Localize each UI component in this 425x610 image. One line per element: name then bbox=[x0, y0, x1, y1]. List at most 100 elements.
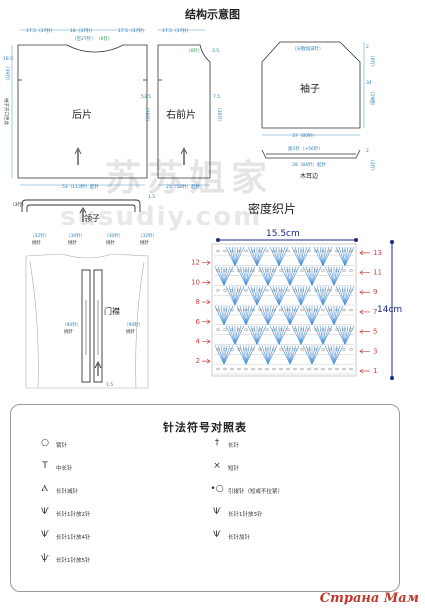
fan-stitch bbox=[283, 305, 291, 325]
chain-stitch bbox=[258, 249, 262, 253]
fan-stitch bbox=[300, 286, 308, 306]
row-direction-arrow bbox=[202, 358, 211, 364]
fan-stitch bbox=[305, 266, 313, 286]
fan-stitch bbox=[267, 266, 272, 286]
stitch-pattern bbox=[214, 246, 355, 375]
legend-label: 锁针 bbox=[56, 443, 68, 449]
svg-text:挑针: 挑针 bbox=[32, 239, 41, 246]
fan-stitch bbox=[289, 345, 300, 365]
row-number: 7 bbox=[373, 308, 377, 316]
watermark-url: susudiy.com bbox=[60, 202, 262, 232]
fan-stitch bbox=[311, 305, 322, 325]
right-front-piece bbox=[157, 44, 211, 179]
svg-text:挑针: 挑针 bbox=[106, 239, 115, 246]
chain-stitch bbox=[300, 348, 304, 351]
fan-stitch bbox=[322, 246, 327, 266]
chain-stitch bbox=[272, 308, 276, 312]
svg-text:（90针）: （90针） bbox=[62, 321, 81, 328]
fan-stitch bbox=[234, 246, 245, 266]
chain-stitch bbox=[279, 348, 283, 351]
svg-text:（46行）: （46行） bbox=[144, 105, 151, 124]
legend-symbol-icon: Ѱ bbox=[213, 507, 221, 517]
chain-stitch bbox=[314, 308, 318, 312]
chain-stitch bbox=[244, 328, 248, 331]
chain-stitch bbox=[279, 249, 283, 253]
svg-text:（分散加减针）: （分散加减针） bbox=[292, 45, 324, 52]
svg-text:（6行）: （6行） bbox=[369, 53, 376, 69]
row-direction-arrow bbox=[202, 280, 211, 285]
chain-stitch bbox=[335, 269, 339, 272]
chain-stitch bbox=[286, 249, 290, 253]
svg-text:25（53针）起针: 25（53针）起针 bbox=[166, 183, 200, 190]
fan-stitch bbox=[311, 266, 322, 286]
chain-stitch bbox=[237, 348, 241, 351]
fan-stitch bbox=[269, 325, 280, 345]
fan-stitch bbox=[319, 325, 324, 345]
fan-stitch bbox=[250, 286, 258, 306]
body-measurements: （90针） 挑针 （90针） 挑针 1.5 bbox=[62, 321, 143, 388]
chain-stitch bbox=[293, 348, 297, 351]
fan-stitch bbox=[280, 345, 291, 365]
chain-stitch bbox=[244, 289, 248, 292]
fan-stitch bbox=[247, 286, 258, 306]
row-number: 4 bbox=[196, 337, 201, 345]
chain-stitch bbox=[223, 367, 227, 371]
fan-stitch bbox=[234, 325, 245, 345]
chain-stitch bbox=[251, 269, 255, 272]
fan-stitch bbox=[289, 345, 294, 365]
legend-symbol-icon: Ѱ bbox=[41, 530, 49, 540]
fan-stitch bbox=[214, 266, 225, 286]
collar-label: 领子 bbox=[84, 213, 100, 223]
fan-stitch bbox=[327, 345, 335, 365]
fan-stitch bbox=[300, 246, 308, 266]
chain-stitch bbox=[321, 348, 325, 351]
svg-text:17.5（37针）: 17.5（37针） bbox=[26, 27, 55, 34]
fan-stitch bbox=[280, 305, 291, 325]
chain-stitch bbox=[293, 249, 297, 253]
fan-stitch bbox=[311, 266, 316, 286]
fan-stitch bbox=[305, 305, 313, 325]
fan-stitch bbox=[338, 286, 346, 306]
chain-stitch bbox=[342, 367, 346, 371]
svg-text:挑针: 挑针 bbox=[140, 239, 149, 246]
row-number: 2 bbox=[196, 357, 200, 365]
chain-stitch bbox=[349, 249, 353, 253]
fan-stitch bbox=[280, 266, 291, 286]
chain-stitch bbox=[265, 328, 269, 331]
chain-stitch bbox=[230, 348, 234, 351]
svg-text:（6针）: （6针） bbox=[96, 35, 112, 42]
row-number: 8 bbox=[196, 298, 200, 306]
chain-stitch bbox=[223, 269, 227, 272]
fan-stitch bbox=[245, 266, 253, 286]
legend-title: 针法符号对照表 bbox=[163, 421, 247, 434]
fan-stitch bbox=[294, 246, 302, 266]
row-number: 12 bbox=[191, 259, 200, 267]
fan-stitch bbox=[327, 266, 335, 286]
chain-stitch bbox=[307, 328, 311, 331]
fan-stitch bbox=[245, 345, 250, 365]
svg-text:53（113针）起针: 53（113针）起针 bbox=[62, 183, 99, 190]
svg-text:53.5: 53.5 bbox=[141, 94, 151, 100]
row-direction-arrow bbox=[359, 270, 370, 275]
chain-stitch bbox=[349, 308, 353, 312]
fan-stitch bbox=[261, 345, 269, 365]
cuff-measurements: 加1针（+56针） 39（84针）起针 2 （2行） bbox=[288, 145, 376, 173]
chain-stitch bbox=[251, 308, 255, 312]
chain-stitch bbox=[251, 348, 255, 351]
fan-stitch bbox=[267, 345, 278, 365]
chain-stitch bbox=[321, 328, 325, 331]
chain-stitch bbox=[286, 308, 290, 312]
chain-stitch bbox=[216, 289, 220, 292]
fan-stitch bbox=[267, 266, 278, 286]
legend-label: 中长针 bbox=[56, 466, 73, 472]
chain-stitch bbox=[223, 308, 227, 312]
fan-stitch bbox=[264, 306, 269, 325]
chain-stitch bbox=[300, 367, 304, 371]
fan-stitch bbox=[300, 325, 305, 345]
row-number: 11 bbox=[373, 269, 382, 277]
chain-stitch bbox=[300, 269, 304, 272]
fan-stitch bbox=[344, 286, 352, 306]
fan-stitch bbox=[223, 345, 231, 365]
svg-text:17.5（37针）: 17.5（37针） bbox=[118, 27, 147, 34]
fan-stitch bbox=[330, 266, 335, 286]
